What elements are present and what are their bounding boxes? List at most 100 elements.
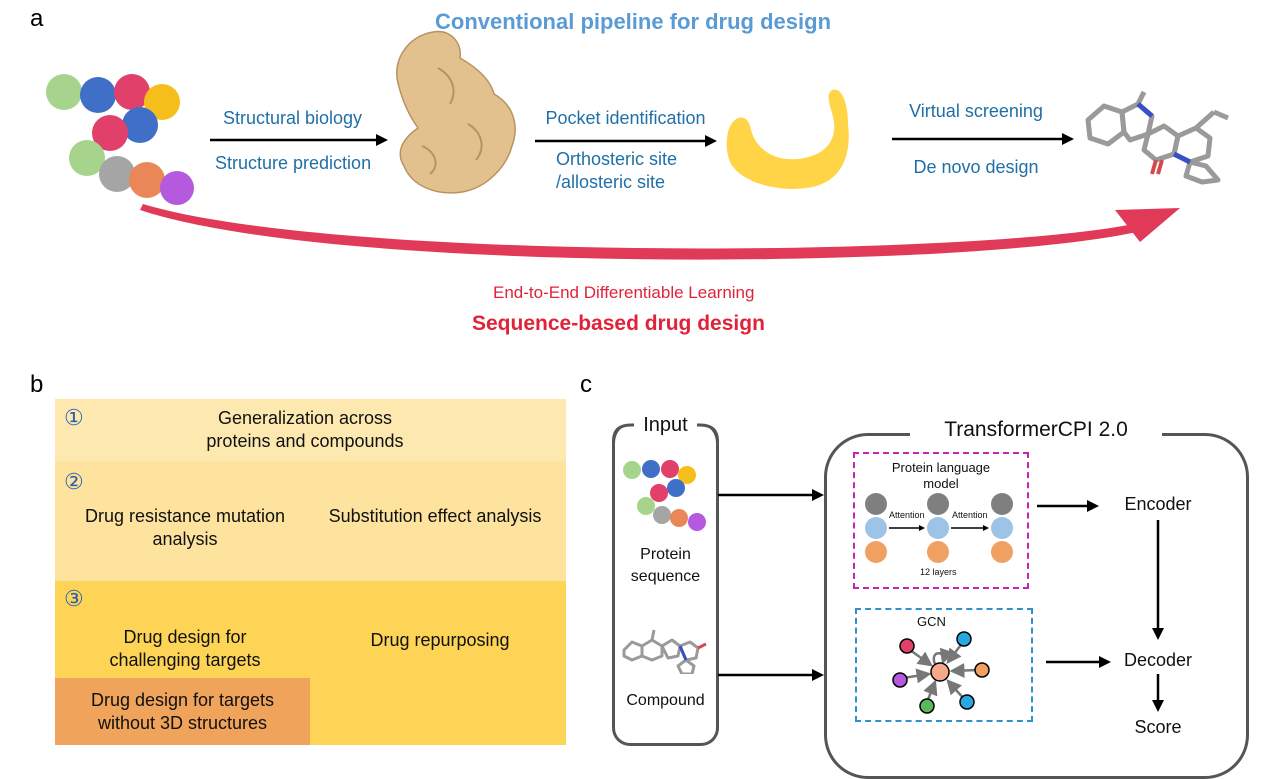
row1-text1: Generalization across (217, 408, 393, 428)
arrow-protein-to-model (718, 489, 824, 501)
panel-label-b: b (30, 371, 44, 398)
arrow-compound-to-model (718, 669, 824, 681)
model-title: TransformerCPI 2.0 (910, 416, 1162, 444)
row3-box2: without 3D structures (97, 713, 268, 733)
token-circle-blue (865, 517, 887, 539)
residue-circle (46, 74, 82, 110)
residue-circle (637, 497, 655, 515)
row1-number: ① (64, 405, 84, 430)
step2-line3: /allosteric site (556, 172, 666, 192)
step2-line1: Pocket identification (545, 108, 706, 128)
panel-a-title: Conventional pipeline for drug design (435, 9, 832, 34)
end-to-end-arrow (140, 204, 1180, 260)
gcn-node (899, 638, 915, 654)
arrow-step2 (535, 135, 717, 147)
token-circle-blue (991, 517, 1013, 539)
token-circle-grey (865, 493, 887, 515)
benefit-row-1 (55, 399, 566, 461)
arrow-step1 (210, 134, 388, 146)
benefit-row-2 (55, 461, 566, 581)
residue-circle (129, 162, 165, 198)
pocket-image (726, 89, 849, 189)
residue-circle (650, 484, 668, 502)
attention-layers (865, 493, 1013, 563)
plm-title-1: Protein language (891, 460, 991, 475)
step1-line1: Structural biology (222, 108, 363, 128)
row1-text2: proteins and compounds (206, 431, 404, 451)
row3-right: Drug repurposing (370, 630, 510, 650)
residue-circle (99, 156, 135, 192)
residue-circle (623, 461, 641, 479)
token-circle-grey (991, 493, 1013, 515)
row3-box1: Drug design for targets (90, 690, 275, 710)
gcn-node (956, 631, 972, 647)
input-box-top-corners (612, 423, 719, 450)
gcn-label: GCN (917, 614, 946, 629)
gcn-node (959, 694, 975, 710)
residue-circles (46, 74, 194, 205)
arrow-step3 (892, 133, 1074, 145)
residue-circle (678, 466, 696, 484)
encoder-label: Encoder (1124, 494, 1192, 514)
residue-circle (642, 460, 660, 478)
row2-left1: Drug resistance mutation (84, 506, 286, 526)
plm-title-2: model (923, 476, 959, 491)
residue-circle (122, 107, 158, 143)
residue-circle (667, 479, 685, 497)
residue-circle (653, 506, 671, 524)
gcn-graph (892, 631, 990, 714)
token-circle-grey (927, 493, 949, 515)
arrow-to-decoder (1046, 656, 1111, 668)
step3-line2: De novo design (913, 157, 1039, 177)
attention-label-1: Attention (889, 510, 925, 520)
residue-circle (688, 513, 706, 531)
token-circle-orange (865, 541, 887, 563)
gcn-node (892, 672, 908, 688)
row3-number: ③ (64, 586, 84, 611)
residue-circle (92, 115, 128, 151)
compound-structure-image (1085, 90, 1229, 185)
arrow-to-encoder (1037, 500, 1099, 512)
residue-circle (80, 77, 116, 113)
panel-label-a: a (30, 5, 44, 32)
end-to-end-label: End-to-End Differentiable Learning (493, 283, 755, 302)
attention-label-2: Attention (952, 510, 988, 520)
step1-line2: Structure prediction (215, 153, 372, 173)
benefit-box-no-3d (55, 678, 310, 745)
gcn-box (855, 608, 1033, 722)
input-title: Input (643, 414, 688, 436)
row2-right: Substitution effect analysis (328, 506, 542, 526)
arrow-encoder-to-decoder (1152, 520, 1164, 640)
gcn-node (930, 662, 950, 682)
residue-circle (114, 74, 150, 110)
input-box (612, 425, 719, 746)
protein-label-1: Protein (640, 546, 691, 563)
layers-label: 12 layers (920, 567, 957, 577)
decoder-label: Decoder (1123, 650, 1193, 670)
residue-circle (69, 140, 105, 176)
input-compound-image (622, 629, 707, 674)
protein-structure-image (396, 30, 516, 194)
score-label: Score (1134, 717, 1182, 737)
arrow-decoder-to-score (1152, 674, 1164, 712)
compound-label: Compound (626, 692, 705, 709)
row2-number: ② (64, 469, 84, 494)
protein-language-model-box (853, 452, 1029, 589)
sequence-based-label: Sequence-based drug design (472, 312, 765, 335)
step2-line2: Orthosteric site (556, 149, 678, 169)
token-circle-orange (991, 541, 1013, 563)
residue-circle (661, 460, 679, 478)
row2-left2: analysis (152, 529, 218, 549)
gcn-node (919, 698, 935, 714)
row3-left1: Drug design for (123, 627, 247, 647)
panel-label-c: c (580, 371, 592, 398)
protein-label-2: sequence (630, 568, 701, 585)
input-residue-circles (623, 460, 706, 531)
gcn-node (974, 662, 990, 678)
step3-line1: Virtual screening (909, 101, 1043, 121)
residue-circle (160, 171, 194, 205)
residue-circle (670, 509, 688, 527)
token-circle-orange (927, 541, 949, 563)
row3-left2: challenging targets (109, 650, 261, 670)
token-circle-blue (927, 517, 949, 539)
